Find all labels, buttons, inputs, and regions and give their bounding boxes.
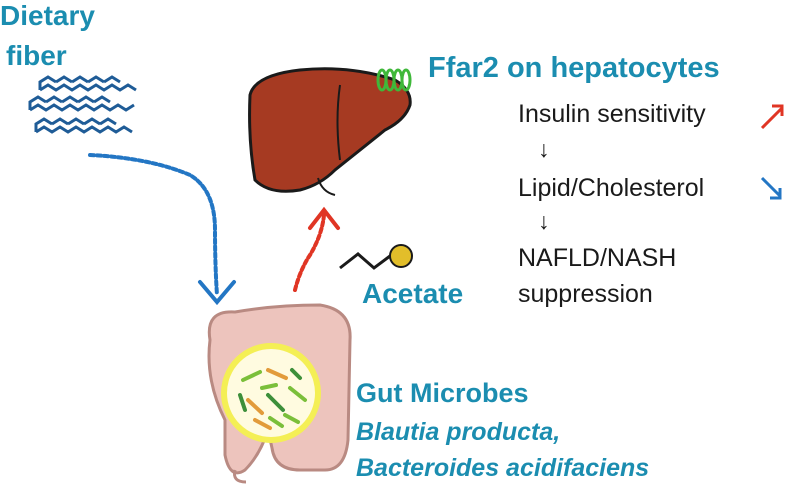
acetate-label: Acetate (362, 278, 464, 309)
dietary-fiber-label-line1: Dietary (0, 0, 95, 31)
receptor-coil-icon (376, 68, 412, 92)
fiber-to-gut-arrow (88, 153, 236, 306)
effect-suppression: suppression (518, 280, 653, 308)
fiber-chain-icon (28, 75, 137, 134)
effect-down-arrow-2: ↓ (538, 208, 550, 234)
effect-lipid-cholesterol: Lipid/Cholesterol (518, 174, 705, 202)
species-label-line1: Blautia producta, (356, 418, 561, 446)
increase-arrow-icon (760, 104, 784, 130)
effect-down-arrow-1: ↓ (538, 136, 550, 162)
effect-insulin-sensitivity: Insulin sensitivity (518, 100, 706, 128)
microbes-icon (221, 343, 321, 443)
decrease-arrow-icon (760, 176, 782, 200)
species-label-line2: Bacteroides acidifaciens (356, 454, 650, 482)
dietary-fiber-label-line2: fiber (6, 40, 67, 71)
receptor-title: Ffar2 on hepatocytes (428, 52, 720, 84)
effect-nafld-nash: NAFLD/NASH (518, 244, 677, 272)
gut-microbes-label: Gut Microbes (356, 378, 529, 408)
acetate-molecule-icon (339, 244, 413, 270)
liver-icon (248, 67, 412, 196)
acetate-to-liver-arrow (293, 206, 340, 292)
